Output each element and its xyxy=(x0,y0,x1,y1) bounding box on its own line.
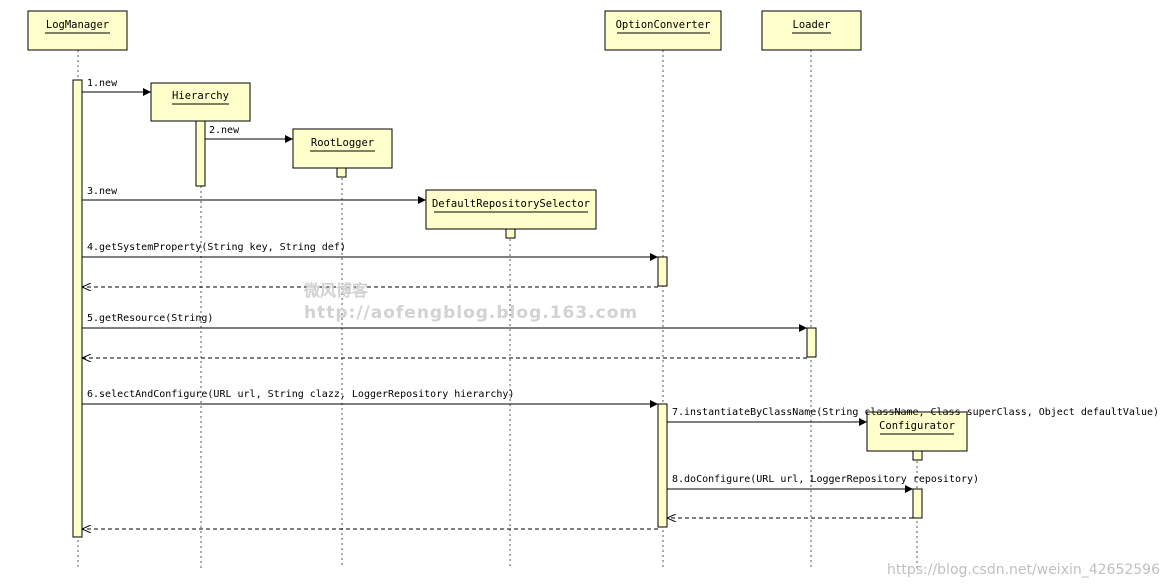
participant-selector-label: DefaultRepositorySelector xyxy=(432,198,590,210)
message-7-label: 7.instantiateByClassName(String classNam… xyxy=(672,407,1159,418)
watermark-csdn: https://blog.csdn.net/weixin_42652596 xyxy=(887,562,1160,578)
message-5-label: 5.getResource(String) xyxy=(87,313,213,324)
participant-optionconverter-label: OptionConverter xyxy=(616,19,711,31)
message-3-label: 3.new xyxy=(87,186,118,197)
activation-rootlogger xyxy=(336,167,347,178)
participant-loader-box xyxy=(761,10,862,51)
watermark-cn: 微风博客 xyxy=(303,281,369,300)
message-1-label: 1.new xyxy=(87,78,118,89)
participant-rootlogger-label: RootLogger xyxy=(311,137,374,149)
activation-optionconverter-2 xyxy=(657,403,668,528)
activation-loader xyxy=(806,327,817,358)
participant-hierarchy-box xyxy=(150,82,251,122)
watermark-url: http://aofengblog.blog.163.com xyxy=(304,303,638,323)
activation-selector xyxy=(505,228,516,239)
activation-optionconverter-1 xyxy=(657,256,668,287)
participant-optionconverter-box xyxy=(604,10,722,51)
participant-logmanager-label: LogManager xyxy=(46,19,109,31)
participant-hierarchy-label: Hierarchy xyxy=(172,90,229,102)
activation-hierarchy xyxy=(195,120,206,187)
participant-configurator-label: Configurator xyxy=(879,420,955,432)
message-4-label: 4.getSystemProperty(String key, String d… xyxy=(87,242,346,253)
activation-configurator xyxy=(912,488,923,519)
activation-logmanager xyxy=(72,79,83,538)
message-8-label: 8.doConfigure(URL url, LoggerRepository … xyxy=(672,474,979,485)
message-6-label: 6.selectAndConfigure(URL url, String cla… xyxy=(87,389,514,400)
message-2-label: 2.new xyxy=(209,125,240,136)
participant-loader-label: Loader xyxy=(793,19,831,31)
activation-configurator-small xyxy=(912,450,923,461)
participant-logmanager-box xyxy=(27,10,128,51)
